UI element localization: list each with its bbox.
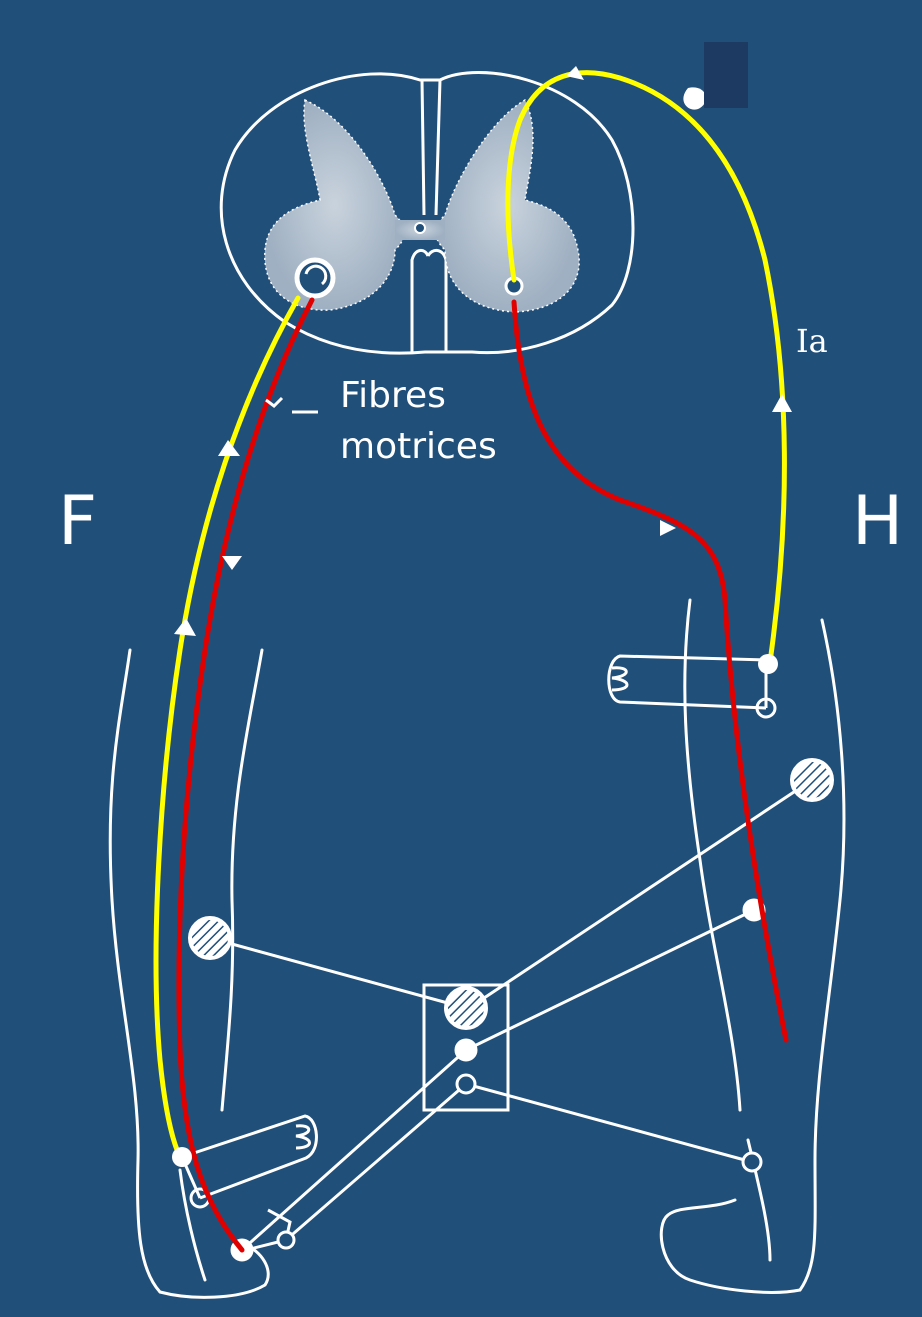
spinal-cord-section	[221, 73, 633, 354]
arrow-left-2	[174, 618, 196, 636]
emg-left-coil	[296, 1126, 310, 1148]
motor-fibers-line2: motrices	[340, 426, 497, 467]
emg-leads	[182, 656, 766, 1198]
motor-fiber-right	[514, 302, 786, 1040]
sensory-fiber-ia	[508, 73, 785, 662]
node-right-rec	[743, 1153, 761, 1171]
node-left-ankle-solid	[172, 1147, 192, 1167]
ventral-marks	[266, 398, 318, 412]
electrode-right-hatched	[792, 760, 832, 800]
motor-fiber-left	[179, 300, 312, 1250]
node-left-foot-open	[278, 1232, 294, 1248]
electrode-wires	[210, 780, 812, 1250]
wire-left-ground	[210, 938, 466, 1008]
electrode-nodes	[191, 699, 775, 1260]
wire-left-stim-a	[242, 1050, 466, 1250]
electrode-box-hatched	[446, 988, 486, 1028]
emg-right-coil	[612, 668, 627, 690]
emg-right	[609, 656, 766, 708]
node-box-solid	[456, 1040, 476, 1060]
left-leg-inner	[222, 650, 262, 1110]
arrow-left-3	[222, 556, 242, 570]
node-box-open	[457, 1075, 475, 1093]
left-leg-outer	[110, 650, 160, 1292]
posterior-median-sulcus	[422, 80, 440, 215]
left-calf-line	[180, 1170, 205, 1280]
wire-left-stim-b	[286, 1084, 466, 1240]
cover-patch	[704, 42, 748, 108]
wire-right-rec	[466, 1084, 752, 1162]
motor-fibers-line1: Fibres	[340, 375, 446, 416]
motor-fibers-label: Fibres motrices	[340, 370, 497, 472]
electrode-left-hatched	[190, 918, 230, 958]
side-label-h: H	[852, 488, 903, 556]
right-leg-outer	[800, 620, 844, 1290]
spinal-cord-outline	[221, 73, 633, 354]
arrow-left-1	[218, 440, 240, 456]
node-right-knee-solid	[758, 654, 778, 674]
dorsal-root-ganglion	[683, 87, 706, 109]
central-canal	[415, 223, 425, 233]
anterior-median-fissure	[412, 250, 446, 352]
side-label-f: F	[58, 488, 97, 556]
fiber-label-ia: Ia	[796, 325, 828, 357]
right-foot	[661, 1200, 800, 1292]
arrow-right-ia	[772, 394, 792, 412]
